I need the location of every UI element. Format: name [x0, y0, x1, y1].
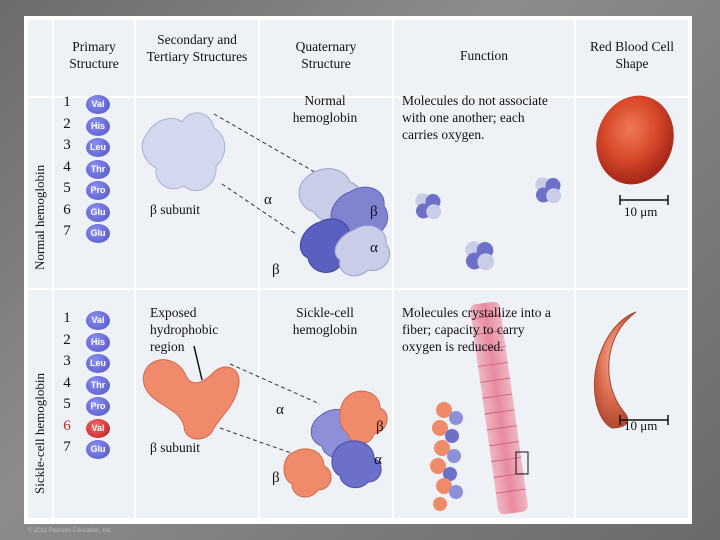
normal-red-blood-cell [585, 85, 685, 194]
sickle-scale-label: 10 μm [624, 418, 657, 434]
sickle-beta-subunit-label: β subunit [150, 439, 200, 456]
normal-function-text: Molecules do not associate with one anot… [402, 92, 552, 143]
normal-beta-subunit-shape [142, 113, 225, 191]
normal-zoom-line-2 [222, 184, 296, 234]
copyright: © 2011 Pearson Education, Inc. [28, 528, 112, 534]
hydrophobic-region-label: Exposed hydrophobic region [150, 304, 244, 355]
normal-scale-label: 10 μm [624, 204, 657, 220]
figure-panel: Primary Structure Secondary and Tertiary… [24, 16, 692, 524]
sickle-beta-subunit-shape [143, 360, 239, 439]
sickle-zoom-line-1 [230, 364, 320, 404]
sickle-hemoglobin-molecule [284, 391, 387, 497]
sickle-molecule-chain [430, 402, 463, 511]
normal-hemoglobin-molecule [299, 169, 390, 276]
normal-alpha-label-2: α [370, 240, 378, 257]
normal-beta-label-2: β [272, 262, 280, 279]
normal-beta-label-1: β [370, 204, 378, 221]
sickle-beta-label-1: β [376, 419, 384, 436]
sickle-alpha-label-2: α [374, 452, 382, 469]
normal-free-molecules [415, 177, 561, 270]
sickle-quaternary-label: Sickle-cell hemoglobin [278, 304, 372, 338]
normal-alpha-label-1: α [264, 192, 272, 209]
sickle-function-text: Molecules crystallize into a fiber; capa… [402, 304, 552, 355]
normal-beta-subunit-label: β subunit [150, 201, 200, 218]
sickle-beta-label-2: β [272, 470, 280, 487]
normal-quaternary-label: Normal hemoglobin [279, 92, 371, 126]
sickle-zoom-line-2 [220, 428, 294, 454]
sickle-alpha-label-1: α [276, 402, 284, 419]
sickle-red-blood-cell [594, 312, 636, 428]
